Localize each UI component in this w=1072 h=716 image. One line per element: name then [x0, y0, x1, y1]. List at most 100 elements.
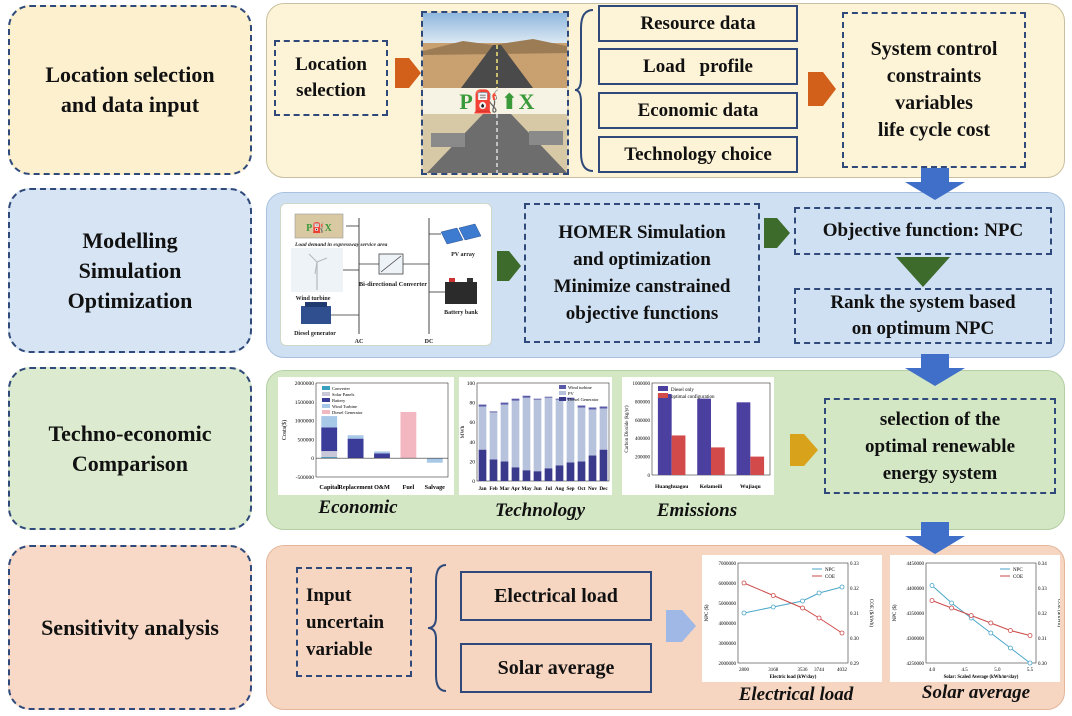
y2-tick-label: 0.32 [850, 587, 859, 592]
bar [588, 407, 597, 410]
x-tick-label: Replacement [338, 484, 373, 491]
x-tick-label: Salvage [425, 484, 446, 491]
bar [478, 449, 487, 481]
x-tick-label: Aug [555, 486, 565, 492]
series-line [743, 586, 843, 614]
y2-axis-label: COE ($/kWh) [1056, 599, 1060, 628]
y-tick-label: 200000 [635, 456, 651, 461]
bar [500, 404, 509, 462]
data-point [968, 613, 974, 618]
converter-label: Bi-directional Converter [359, 281, 427, 288]
x-tick-label: 5.5 [1027, 668, 1034, 673]
bar [321, 416, 338, 428]
bar [671, 435, 686, 475]
y-tick-label: 100 [467, 381, 476, 387]
x-tick-label: Oct [577, 486, 585, 492]
bar [736, 402, 751, 475]
data-point [1027, 633, 1033, 638]
x-tick-label: 2800 [739, 668, 750, 673]
bar [400, 411, 417, 459]
legend-swatch [658, 386, 668, 391]
data-point [988, 630, 994, 636]
option-electrical-load: Electrical load [460, 571, 652, 621]
legend-label: Solar Panels [332, 392, 355, 397]
bar [577, 405, 586, 408]
data-point [1008, 645, 1013, 651]
caption-technology: Technology [494, 500, 586, 521]
bar [426, 458, 443, 463]
legend-swatch [322, 404, 330, 408]
svg-text:Load demand in expressway serv: Load demand in expressway service area [294, 242, 388, 248]
legend-label: Battery [332, 398, 346, 403]
x-tick-label: Feb [489, 486, 497, 492]
y-tick-label: 1000000 [633, 382, 651, 387]
bar [321, 451, 338, 458]
data-point [988, 620, 994, 626]
input-uncertain-box: Input uncertain variable [296, 567, 412, 677]
caption-emissions: Emissions [656, 500, 738, 521]
x-tick-label: 4.0 [929, 668, 936, 673]
y-tick-label: 0 [648, 474, 651, 479]
plot-frame [476, 382, 610, 482]
dc-label: DC [425, 339, 434, 345]
bar [711, 447, 725, 475]
bar [544, 396, 553, 398]
bar [533, 399, 542, 472]
x-tick-label: Kelameili [700, 484, 723, 490]
y-tick-label: 1500000 [295, 400, 315, 406]
y2-tick-label: 0.29 [850, 662, 859, 667]
bar [544, 468, 553, 481]
svg-text:P⛽X: P⛽X [306, 221, 333, 234]
bar [566, 399, 575, 463]
bar [321, 427, 338, 452]
x-tick-label: 3744 [814, 668, 825, 673]
bar [489, 412, 498, 460]
plot-frame [315, 382, 449, 478]
legend-swatch [322, 386, 330, 390]
x-tick-label: Capital [319, 484, 339, 491]
bar [347, 438, 364, 459]
bar [347, 435, 364, 439]
data-point [800, 598, 805, 604]
x-tick-label: Apr [511, 486, 521, 492]
bar [533, 398, 542, 400]
x-tick-label: Jan [478, 486, 486, 492]
load-profile-box: Load profile [598, 48, 798, 85]
ac-label: AC [355, 339, 364, 345]
y-tick-label: 4250000 [907, 662, 925, 667]
legend-label: NPC [1013, 568, 1023, 573]
y-tick-label: 2000000 [295, 381, 315, 387]
highway-photo: P⛽⬆X [421, 11, 569, 175]
series-line [931, 600, 1031, 636]
y-tick-label: 2000000 [719, 662, 737, 667]
legend-label: COE [1013, 575, 1023, 580]
y-tick-label: 7000000 [719, 562, 737, 567]
series-line [931, 585, 1031, 664]
location-selection-box: Location selection [274, 40, 388, 116]
wind-label: Wind turbine [296, 296, 331, 302]
legend-swatch [322, 410, 330, 414]
data-point [741, 610, 747, 616]
y-tick-label: 600000 [635, 419, 651, 424]
x-tick-label: 4032 [837, 668, 848, 673]
y-tick-label: 20 [470, 459, 476, 465]
x-tick-label: Huanghuagou [655, 484, 688, 490]
caption-electrical-load: Electrical load [738, 684, 854, 705]
bar [511, 398, 520, 401]
arrow-right-4 [764, 218, 790, 248]
arrow-right-5 [790, 434, 818, 466]
y2-tick-label: 0.31 [850, 612, 859, 617]
data-point [800, 605, 805, 611]
y2-tick-label: 0.30 [1038, 662, 1047, 667]
y-axis-label: NPC ($) [705, 604, 710, 621]
stage-location-selection: Location selection and data input [8, 5, 252, 175]
bar [599, 449, 608, 481]
bar [511, 467, 520, 481]
caption-solar-average: Solar average [921, 682, 1031, 703]
y-axis-label: MWh [460, 425, 466, 438]
bar [522, 397, 531, 471]
data-point [839, 630, 845, 636]
